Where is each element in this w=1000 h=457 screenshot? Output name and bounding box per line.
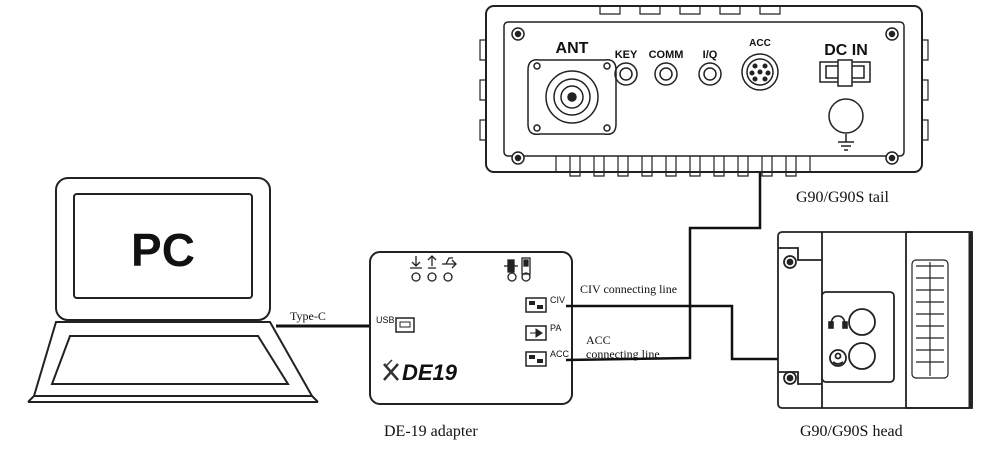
- acc-din-connector: [741, 53, 779, 91]
- laptop: [27, 177, 319, 403]
- tail-screws: [511, 27, 899, 165]
- iq-jack: [698, 62, 722, 86]
- adapter-caption: DE-19 adapter: [384, 423, 478, 440]
- usb-port: [395, 317, 415, 333]
- iq-label: I/Q: [703, 49, 718, 61]
- status-led-icons: [410, 255, 457, 282]
- civ-line-label: CIV connecting line: [580, 282, 677, 296]
- de19-logo-icon: [383, 359, 399, 381]
- acc-line-label-2: connecting line: [586, 347, 660, 361]
- tail-inner-panel: [503, 21, 905, 157]
- head-jack-lower: [848, 342, 876, 370]
- laptop-keyboard: [50, 335, 290, 385]
- acc-port: [525, 351, 547, 367]
- head-grip: [911, 259, 949, 379]
- comm-label: COMM: [649, 49, 684, 61]
- acc-port-label: ACC: [550, 349, 570, 359]
- usb-port-label: USB: [376, 315, 395, 325]
- adapter-body: [369, 251, 573, 405]
- pc-label: PC: [131, 224, 195, 276]
- de19-adapter: USB CIV PA ACC DE19: [369, 251, 573, 405]
- head-jack-upper: [848, 308, 876, 336]
- civ-port: [525, 297, 547, 313]
- headphone-icon: [828, 315, 848, 329]
- comm-jack: [654, 62, 678, 86]
- key-label: KEY: [615, 49, 638, 61]
- tail-outer-frame: [485, 5, 923, 173]
- pa-port: [525, 325, 547, 341]
- acc-line-label-1: ACC: [586, 333, 611, 347]
- g90-tail: ANT KEY COMM I/Q ACC: [479, 5, 929, 177]
- g90-head: [777, 231, 973, 409]
- head-caption: G90/G90S head: [800, 423, 903, 440]
- key-jack: [614, 62, 638, 86]
- ant-connector: [527, 58, 617, 136]
- typec-label: Type-C: [290, 309, 326, 323]
- tail-caption: G90/G90S tail: [796, 189, 889, 206]
- mode-switch-icons: [504, 257, 531, 282]
- acc-connecting-line: [565, 90, 762, 362]
- laptop-lid: [55, 177, 271, 321]
- laptop-screen: [73, 193, 253, 299]
- civ-connecting-line: [566, 304, 822, 361]
- tail-acc-label: ACC: [749, 38, 771, 49]
- pa-port-label: PA: [550, 323, 561, 333]
- ant-label: ANT: [556, 40, 589, 57]
- adapter-logo-text: DE19: [402, 360, 458, 385]
- dcin-label: DC IN: [824, 42, 868, 59]
- dc-in-connector: [819, 59, 871, 87]
- tail-heatsink: [555, 156, 811, 177]
- ground-terminal: [828, 98, 864, 151]
- civ-port-label: CIV: [550, 295, 565, 305]
